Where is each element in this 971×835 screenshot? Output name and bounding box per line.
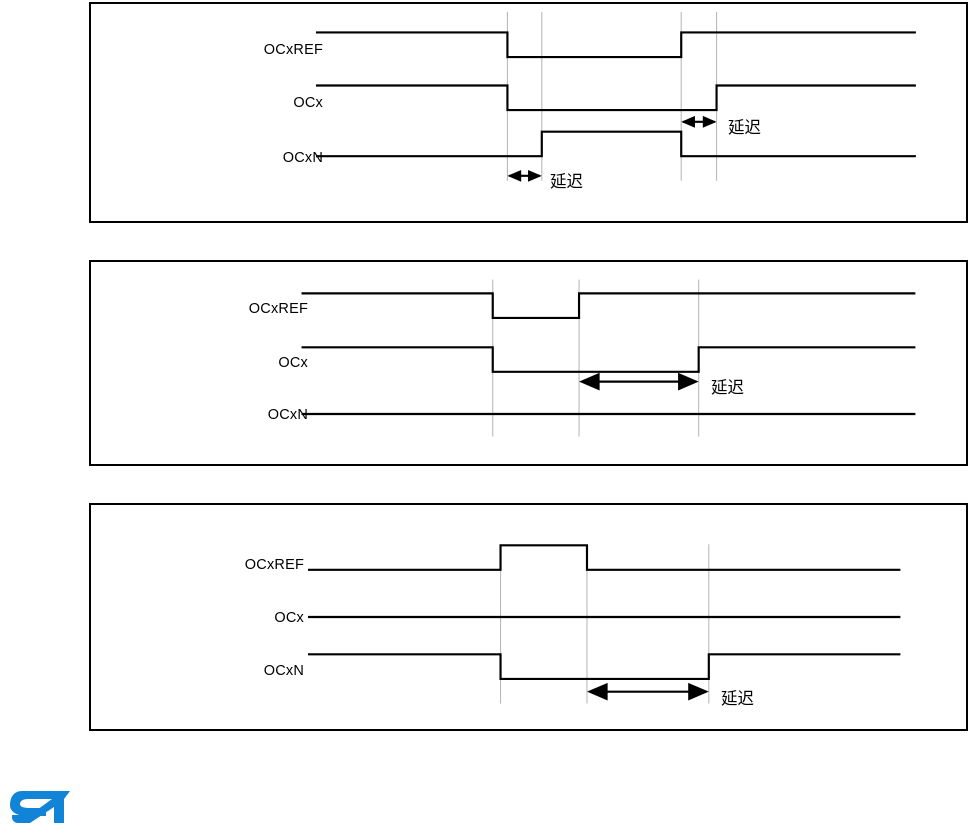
signal-label-ocxref: OCxREF: [244, 557, 304, 573]
st-logo-glyph: [10, 791, 70, 823]
trace-ocxref: [307, 544, 901, 571]
timing-panel-3: OCxREF OCx OCxN 延迟: [89, 503, 968, 731]
signal-label-ocxref: OCxREF: [263, 42, 323, 58]
st-microelectronics-logo: [10, 791, 70, 823]
signal-label-ocx: OCx: [293, 95, 323, 111]
delay-annotation-1: 延迟: [550, 172, 583, 191]
trace-ocxref: [301, 292, 916, 319]
signal-label-ocxref: OCxREF: [248, 301, 308, 317]
trace-ocx: [301, 346, 916, 373]
delay-annotation-2: 延迟: [728, 118, 761, 137]
trace-ocxn: [307, 653, 901, 680]
delay-arrow-1: [507, 169, 542, 182]
delay-annotation-1: 延迟: [711, 378, 744, 397]
timing-panel-2: OCxREF OCx OCxN 延迟: [89, 260, 968, 466]
trace-ocxref: [315, 31, 916, 59]
panel-1-waveforms: [315, 11, 916, 182]
signal-label-ocxn: OCxN: [282, 150, 323, 166]
signal-label-ocxn: OCxN: [263, 663, 304, 679]
trace-ocxn: [315, 130, 916, 158]
signal-label-ocx: OCx: [278, 355, 308, 371]
delay-arrow-1: [586, 682, 709, 701]
trace-ocx: [315, 84, 916, 112]
signal-label-ocx: OCx: [274, 610, 304, 626]
delay-arrow-1: [579, 372, 699, 391]
delay-annotation-1: 延迟: [721, 689, 754, 708]
timing-panel-1: OCxREF OCx OCxN: [89, 2, 968, 223]
delay-arrow-2: [681, 115, 717, 128]
signal-label-ocxn: OCxN: [267, 407, 308, 423]
